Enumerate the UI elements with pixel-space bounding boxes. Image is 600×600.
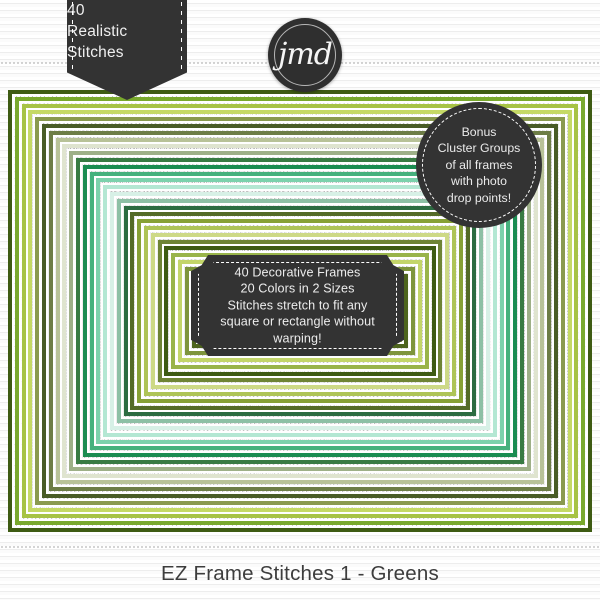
frame-gap-ring <box>25 107 575 515</box>
banner-line-2: Realistic <box>67 23 128 40</box>
bonus-dashed-border-icon <box>422 108 536 222</box>
frame-gap-ring <box>66 148 534 474</box>
frame-gap-ring <box>121 203 479 419</box>
product-title: EZ Frame Stitches 1 - Greens <box>161 562 439 585</box>
frame-gap-ring <box>59 141 541 481</box>
jmd-logo: jmd <box>268 18 342 92</box>
plaque-background <box>191 255 404 356</box>
plaque-line-5: warping! <box>273 331 322 346</box>
plaque-line-2: 20 Colors in 2 Sizes <box>240 281 355 296</box>
frame-gap-ring <box>80 162 520 460</box>
bonus-line-5: drop points! <box>446 190 512 205</box>
frame-gap-ring <box>161 243 439 379</box>
frame-gap-ring <box>46 128 554 494</box>
frame-gap-ring <box>114 196 486 426</box>
frame-gap-ring <box>107 189 493 433</box>
plaque-line-4: square or rectangle without <box>220 314 375 329</box>
frame-gap-ring <box>100 182 500 440</box>
bottom-dotted-divider <box>0 546 600 548</box>
bonus-line-4: with photo <box>450 174 508 189</box>
frame-gap-ring <box>53 135 547 487</box>
frame-gap-ring <box>141 223 459 399</box>
frame-gap-ring <box>93 175 507 447</box>
banner-line-3: Stitches <box>67 44 124 61</box>
banner-line-1: 40 <box>67 2 85 19</box>
bonus-cluster-groups-badge: Bonus Cluster Groups of all frames with … <box>416 102 542 228</box>
bonus-line-3: of all frames <box>445 157 513 172</box>
frame-gap-ring <box>73 155 527 467</box>
plaque-dashed-border-icon <box>198 262 397 349</box>
frame-gap-ring <box>87 169 513 453</box>
plaque-line-3: Stitches stretch to fit any <box>227 298 368 313</box>
frame-gap-ring <box>39 121 561 501</box>
frame-gap-ring <box>168 250 432 372</box>
frame-gap-ring <box>32 114 568 508</box>
frame-gap-ring <box>19 101 581 521</box>
logo-text: jmd <box>278 36 333 72</box>
frame-gap-ring <box>127 209 473 413</box>
bonus-line-1: Bonus <box>461 124 497 139</box>
logo-ring-icon <box>274 24 336 86</box>
frame-gap-ring <box>155 237 445 385</box>
plaque-line-1: 40 Decorative Frames <box>234 265 361 280</box>
bonus-line-2: Cluster Groups <box>437 141 521 156</box>
frame-gap-ring <box>148 230 452 392</box>
frame-gap-ring <box>134 216 466 406</box>
realistic-stitches-banner: 40 Realistic Stitches <box>67 0 187 100</box>
frame-gap-ring <box>12 94 588 528</box>
feature-description-plaque: 40 Decorative Frames 20 Colors in 2 Size… <box>191 255 404 356</box>
